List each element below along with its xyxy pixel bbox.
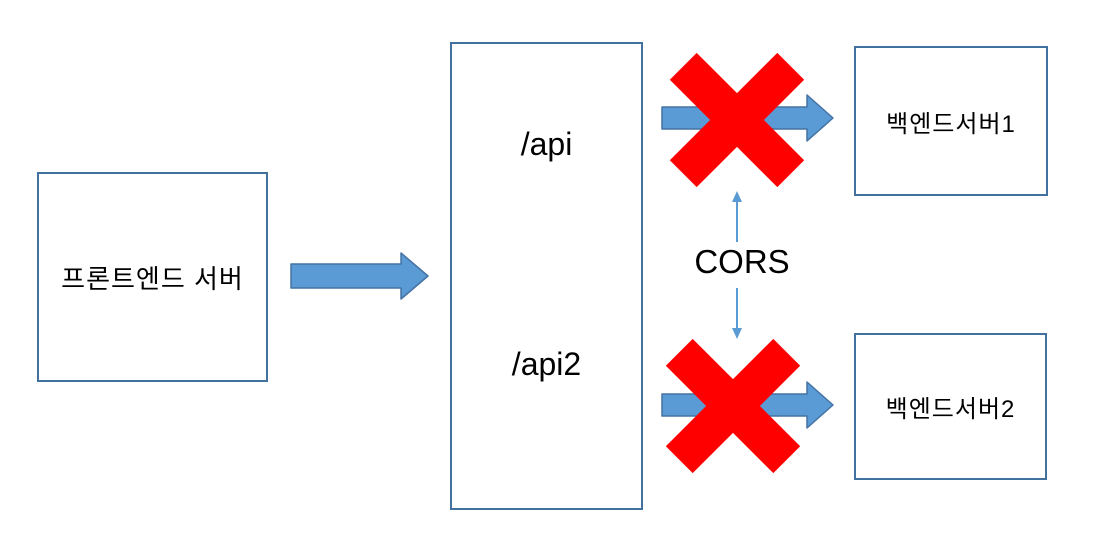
cors-double-arrow-icon xyxy=(732,191,742,339)
backend-server2-box: 백엔드서버2 xyxy=(854,333,1047,480)
cors-label: CORS xyxy=(694,243,790,280)
blocked-x-top-icon xyxy=(669,52,805,188)
request-arrow-icon xyxy=(290,252,429,300)
route-api2-label: /api2 xyxy=(511,346,582,382)
route-api-label: /api xyxy=(520,126,573,162)
backend-server1-label: 백엔드서버1 xyxy=(886,110,1016,138)
frontend-server-box: 프론트엔드 서버 xyxy=(37,172,268,382)
frontend-server-label: 프론트엔드 서버 xyxy=(61,263,244,294)
blocked-x-bottom-icon xyxy=(665,338,801,474)
backend-server2-label: 백엔드서버2 xyxy=(885,396,1016,423)
backend-server1-box: 백엔드서버1 xyxy=(854,46,1048,196)
proxy-routes-box: /api /api2 xyxy=(450,42,643,510)
